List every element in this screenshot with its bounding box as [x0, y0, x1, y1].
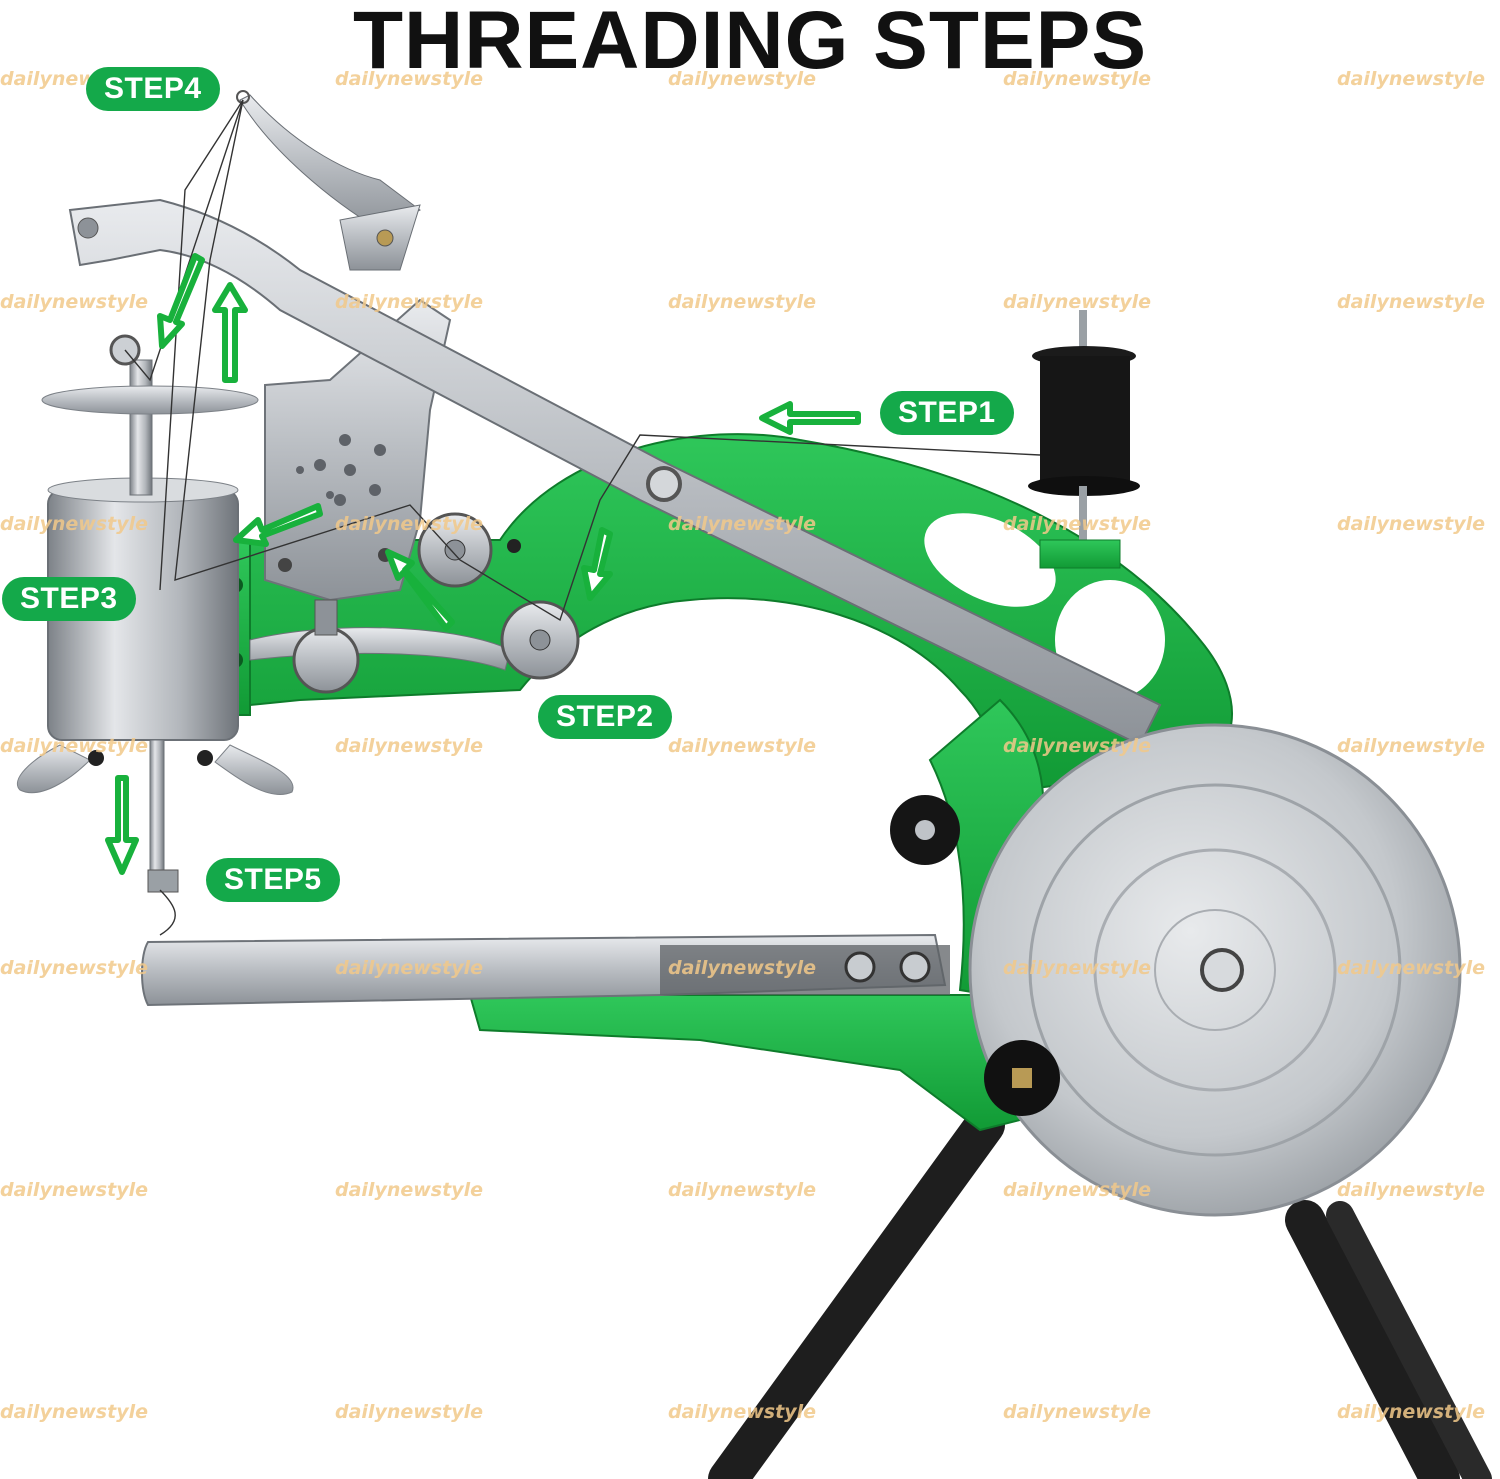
- arrow-step5: [105, 775, 139, 875]
- upper-spindle: [129, 359, 153, 496]
- watermark-text: dailynewstyle: [1337, 291, 1485, 313]
- watermark-text: dailynewstyle: [1337, 1179, 1485, 1201]
- watermark-text: dailynewstyle: [1003, 513, 1151, 535]
- watermark-text: dailynewstyle: [0, 1401, 148, 1423]
- watermark-text: dailynewstyle: [668, 1401, 816, 1423]
- right-wing-nut: [214, 744, 294, 795]
- watermark-text: dailynewstyle: [335, 1401, 483, 1423]
- watermark-text: dailynewstyle: [335, 1179, 483, 1201]
- step3-badge: STEP3: [2, 577, 136, 621]
- step2-badge: STEP2: [538, 695, 672, 739]
- watermark-text: dailynewstyle: [335, 513, 483, 535]
- watermark-text: dailynewstyle: [1337, 68, 1485, 90]
- arrow-step1: [759, 401, 861, 435]
- watermark-text: dailynewstyle: [0, 1179, 148, 1201]
- watermark-text: dailynewstyle: [1003, 1401, 1151, 1423]
- watermark-text: dailynewstyle: [1003, 291, 1151, 313]
- arrow-step3: [233, 503, 323, 547]
- watermark-text: dailynewstyle: [668, 68, 816, 90]
- step5-badge: STEP5: [206, 858, 340, 902]
- watermark-text: dailynewstyle: [0, 513, 148, 535]
- watermark-layer: dailynewstyle dailynewstyle dailynewstyle d…: [0, 68, 1485, 1423]
- tension-wheels: [292, 512, 580, 694]
- arrow-step2: [581, 527, 613, 601]
- watermark-text: dailynewstyle: [335, 68, 483, 90]
- watermark-text: dailynewstyle: [335, 291, 483, 313]
- watermark-text: dailynewstyle: [1003, 68, 1151, 90]
- machine-legs: [708, 1105, 1492, 1479]
- watermark-text: dailynewstyle: [1003, 957, 1151, 979]
- arch-cutout-1: [924, 513, 1056, 607]
- watermark-text: dailynewstyle: [335, 957, 483, 979]
- top-disc: [41, 385, 259, 415]
- hand-wheel: [968, 723, 1462, 1217]
- watermark-text: dailynewstyle: [335, 735, 483, 757]
- watermark-text: dailynewstyle: [668, 513, 816, 535]
- arrow-step2b: [385, 549, 455, 631]
- arrow-step4b: [212, 282, 248, 383]
- step4-badge: STEP4: [86, 67, 220, 111]
- page-title: THREADING STEPS: [352, 0, 1148, 86]
- needle-bar: [149, 739, 165, 891]
- left-wing-nut: [17, 744, 91, 794]
- watermark-text: dailynewstyle: [1337, 735, 1485, 757]
- watermark-text: dailynewstyle: [1337, 513, 1485, 535]
- watermark-text: dailynewstyle: [0, 957, 148, 979]
- front-leg: [708, 1105, 1005, 1479]
- watermark-text: dailynewstyle: [1337, 1401, 1485, 1423]
- watermark-text: dailynewstyle: [668, 291, 816, 313]
- rear-leg: [1285, 1200, 1460, 1479]
- watermark-text: dailynewstyle: [1003, 735, 1151, 757]
- watermark-text: dailynewstyle: [668, 735, 816, 757]
- thread-spool: [1028, 310, 1140, 569]
- watermark-text: dailynewstyle: [668, 1179, 816, 1201]
- top-thread-guide: [239, 94, 421, 231]
- arrow-step4a: [157, 253, 205, 349]
- watermark-text: dailynewstyle: [0, 735, 148, 757]
- watermark-text: dailynewstyle: [1337, 957, 1485, 979]
- watermark-text: dailynewstyle: [668, 957, 816, 979]
- watermark-text: dailynewstyle: [0, 291, 148, 313]
- watermark-text: dailynewstyle: [1003, 1179, 1151, 1201]
- rear-leg-2: [1326, 1201, 1492, 1479]
- threading-arrows: [105, 253, 861, 875]
- thread-path: [124, 99, 1041, 622]
- step1-badge: STEP1: [880, 391, 1014, 435]
